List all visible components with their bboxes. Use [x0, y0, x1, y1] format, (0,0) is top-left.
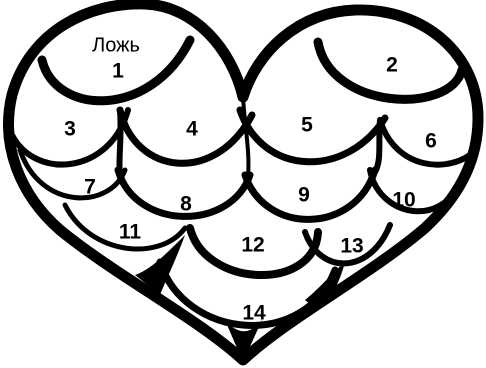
cell-5-number: 5 — [301, 114, 313, 137]
cell-1-word: Ложь — [92, 34, 140, 56]
cell-10-number: 10 — [392, 189, 415, 212]
cell-3-number: 3 — [64, 118, 76, 141]
cell-4-number: 4 — [186, 118, 198, 141]
cell-6-number: 6 — [425, 130, 437, 153]
cell-12-number: 12 — [241, 234, 264, 257]
arc-left-lobe — [119, 110, 120, 175]
cell-9-number: 9 — [298, 184, 310, 207]
cell-14-number: 14 — [242, 302, 266, 325]
cell-11-number: 11 — [119, 221, 142, 244]
cell-13-number: 13 — [340, 235, 363, 258]
cell-1-number: 1 — [112, 60, 124, 83]
cell-8-number: 8 — [180, 193, 192, 216]
cell-7-number: 7 — [84, 176, 96, 199]
cell-2-number: 2 — [386, 54, 398, 77]
